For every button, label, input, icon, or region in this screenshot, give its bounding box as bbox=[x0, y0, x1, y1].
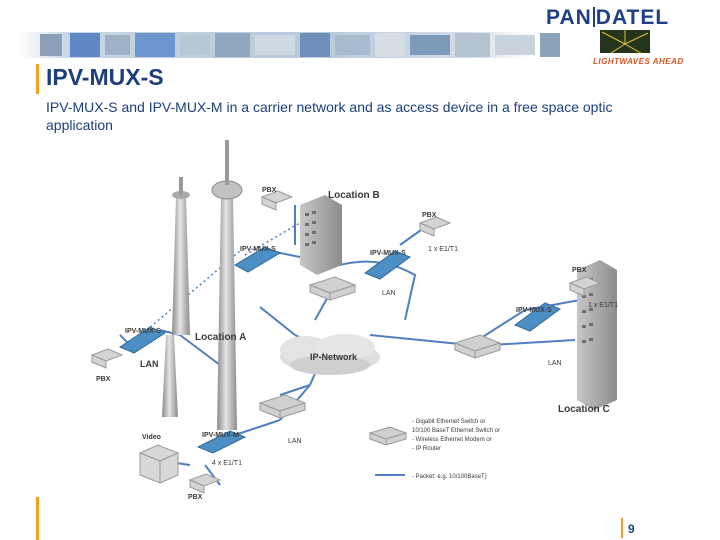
location-c-label: Location C bbox=[558, 404, 610, 415]
mux-device-icon bbox=[118, 326, 167, 354]
mux-m-label: IPV-MUX-M bbox=[202, 432, 239, 439]
mux-device-icon bbox=[233, 246, 282, 273]
legend-item: - Packet: e.g. 10/100BaseT) bbox=[412, 474, 487, 480]
pbx-video-label: PBX bbox=[188, 494, 203, 501]
lan-a-label: LAN bbox=[140, 359, 159, 369]
legend: - Gigabit Ethernet Switch or 10/100 Base… bbox=[375, 419, 500, 480]
pbx-c-label: PBX bbox=[572, 267, 587, 274]
legend-item: - Gigabit Ethernet Switch or bbox=[412, 419, 485, 425]
pbx-a-label: PBX bbox=[96, 376, 111, 383]
pbx-icon bbox=[90, 348, 124, 369]
header-banner bbox=[20, 30, 690, 63]
radio-tower-left-icon bbox=[162, 177, 190, 417]
ip-network-label: IP-Network bbox=[310, 352, 358, 362]
pbx-b2-label: PBX bbox=[422, 212, 437, 219]
pbx-icon bbox=[418, 216, 452, 237]
ip-network-cloud-icon bbox=[280, 334, 380, 375]
page-title: IPV-MUX-S bbox=[46, 64, 164, 90]
page-number-bar bbox=[621, 518, 623, 538]
pbx-icon bbox=[260, 190, 294, 211]
network-diagram: IP-Network bbox=[90, 140, 618, 501]
building-b-icon bbox=[300, 195, 342, 275]
switch-icon bbox=[258, 394, 307, 419]
page-subtitle: IPV-MUX-S and IPV-MUX-M in a carrier net… bbox=[46, 99, 613, 133]
location-b-label: Location B bbox=[328, 190, 380, 201]
lan-c-label: LAN bbox=[548, 360, 562, 367]
legend-switch-icon bbox=[368, 426, 408, 446]
switch-icon bbox=[453, 334, 502, 359]
e1-c-label: 1 x E1/T1 bbox=[588, 302, 618, 309]
mux-device-icon bbox=[196, 430, 247, 454]
video-label: Video bbox=[142, 434, 161, 441]
legend-item: - Wireless Ethernet Modem or bbox=[412, 437, 492, 443]
pbx-icon bbox=[188, 473, 222, 494]
mux-b-left-label: IPV-MUX-S bbox=[240, 246, 276, 253]
video-camera-icon bbox=[138, 444, 180, 484]
tagline: LIGHTWAVES AHEAD bbox=[593, 57, 684, 66]
footer-accent-bar bbox=[36, 497, 39, 540]
e1-b-label: 1 x E1/T1 bbox=[428, 246, 458, 253]
mux-b-right-label: IPV-MUX-S bbox=[370, 250, 406, 257]
title-accent-bar bbox=[36, 64, 39, 94]
lan-m-label: LAN bbox=[288, 438, 302, 445]
lan-b-label: LAN bbox=[382, 290, 396, 297]
e1-m-label: 4 x E1/T1 bbox=[212, 460, 242, 467]
mux-a-label: IPV-MUX-S bbox=[125, 328, 161, 335]
radio-tower-right-icon bbox=[211, 140, 243, 430]
pbx-b-label: PBX bbox=[262, 187, 277, 194]
mux-device-icon bbox=[513, 302, 562, 332]
location-a-label: Location A bbox=[195, 332, 246, 343]
switch-icon bbox=[308, 276, 357, 301]
mux-c-label: IPV-MUX-S bbox=[516, 307, 552, 314]
legend-item: - IP Router bbox=[412, 446, 441, 452]
legend-item: 10/100 BaseT Ethernet Switch or bbox=[412, 428, 500, 434]
mux-device-icon bbox=[363, 250, 412, 280]
page-number: 9 bbox=[628, 522, 635, 536]
pbx-icon bbox=[568, 276, 602, 297]
